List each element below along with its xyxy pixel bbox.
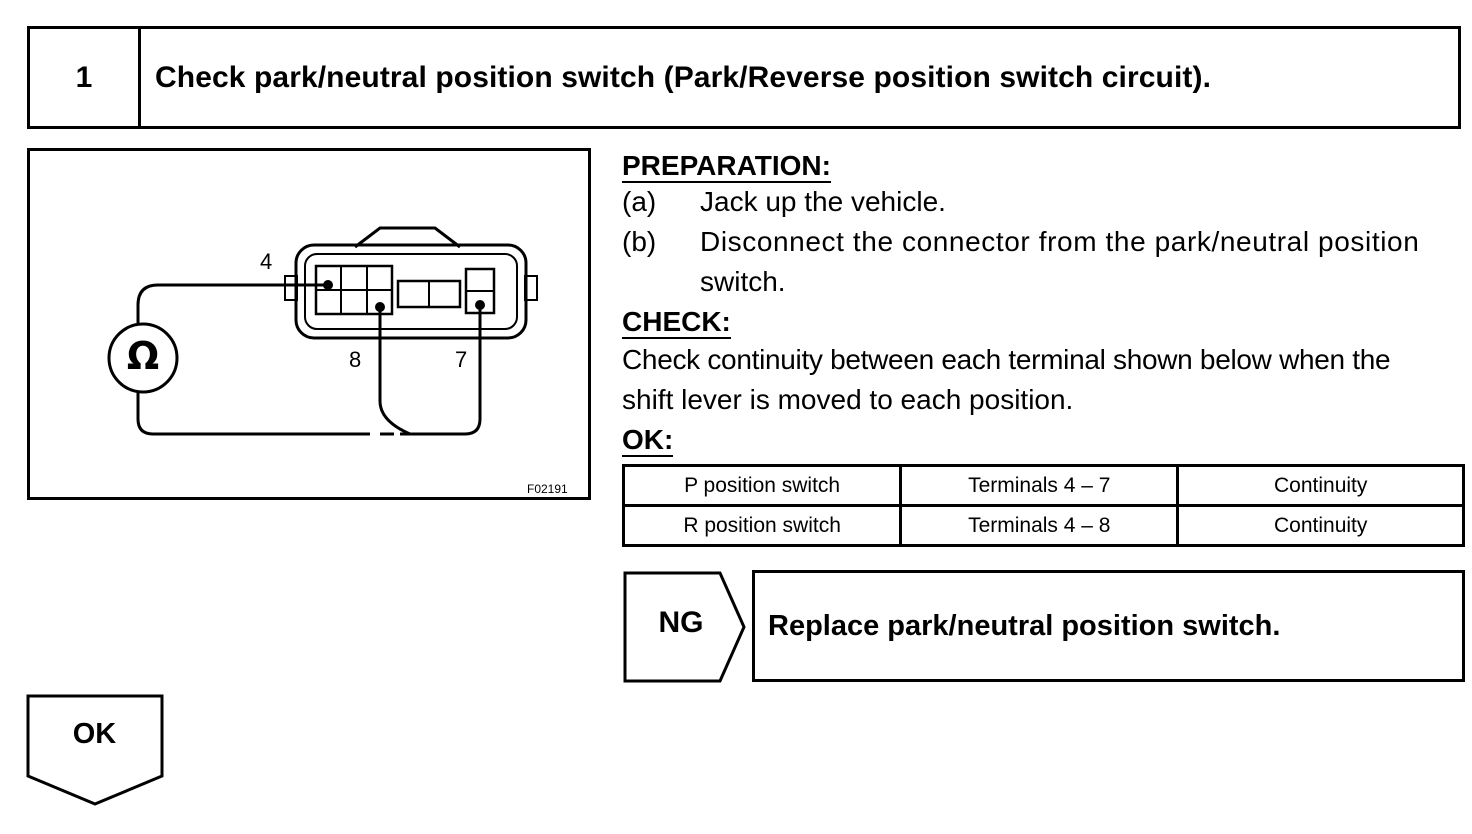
figure-code: F02191: [527, 482, 568, 496]
preparation-heading: PREPARATION:: [622, 150, 831, 183]
ok-arrow-box: [26, 694, 164, 806]
terminal-label-8: 8: [349, 347, 362, 372]
table-cell: Terminals 4 – 7: [899, 464, 1180, 507]
prep-item-a-text: Jack up the vehicle.: [700, 186, 946, 217]
table-row: R position switch Terminals 4 – 8 Contin…: [621, 504, 1465, 547]
prep-item-b-marker: (b): [622, 226, 657, 257]
ng-arrow-box: [623, 571, 746, 683]
ng-label: NG: [658, 606, 704, 639]
ok-spec-heading: OK:: [622, 424, 674, 457]
table-cell: Continuity: [1176, 464, 1465, 507]
terminal-label-4: 4: [260, 249, 273, 274]
ok-label: OK: [72, 718, 117, 750]
prep-item-a-marker: (a): [622, 186, 657, 217]
wiring-diagram: Ω 4 8 7 F02191: [27, 148, 591, 500]
prep-item-b-text: Disconnect the connector from the park/n…: [700, 222, 1463, 262]
prep-item-b-line: Disconnect the connector from the park/n…: [700, 226, 1420, 257]
step-header: 1 Check park/neutral position switch (Pa…: [27, 26, 1461, 129]
table-cell: P position switch: [621, 464, 903, 507]
step-number: 1: [30, 29, 141, 126]
terminal-label-7: 7: [455, 347, 468, 372]
table-cell: Terminals 4 – 8: [899, 504, 1180, 547]
table-row: P position switch Terminals 4 – 7 Contin…: [621, 464, 1465, 507]
continuity-table: P position switch Terminals 4 – 7 Contin…: [621, 464, 1465, 547]
ohmmeter-icon: [107, 322, 179, 394]
prep-item-b-cont: switch.: [700, 266, 786, 297]
check-heading: CHECK:: [622, 306, 731, 339]
check-text-line1: Check continuity between each terminal s…: [622, 344, 1391, 375]
ng-action: Replace park/neutral position switch.: [752, 570, 1465, 682]
ohm-symbol: Ω: [126, 334, 160, 378]
step-title: Check park/neutral position switch (Park…: [155, 60, 1212, 94]
table-cell: R position switch: [621, 504, 903, 547]
check-text-line2: shift lever is moved to each position.: [622, 384, 1074, 415]
connector-illustration: [107, 226, 538, 436]
table-cell: Continuity: [1176, 504, 1465, 547]
